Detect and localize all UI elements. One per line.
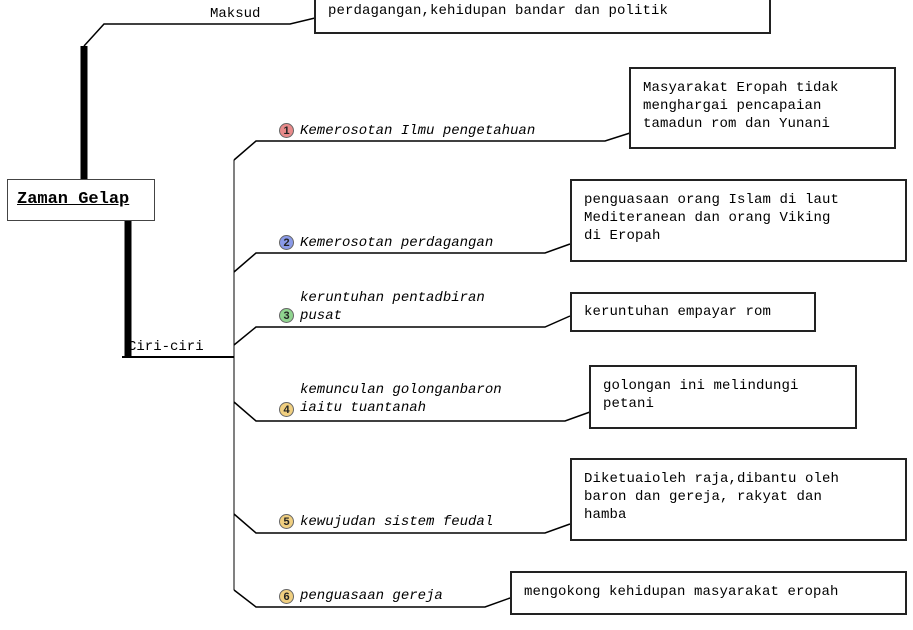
branch-label-2[interactable]: Kemerosotan perdagangan — [300, 235, 494, 251]
branch-line-6 — [233, 589, 511, 608]
note-text-2: penguasaan orang Islam di laut Mediteran… — [584, 192, 840, 244]
branch-number-4: 4 — [279, 402, 294, 417]
note-text-6: mengokong kehidupan masyarakat eropah — [524, 584, 839, 600]
branch-number-5: 5 — [279, 514, 294, 529]
branch-line-3 — [233, 315, 571, 346]
note-text-4: golongan ini melindungi petani — [603, 378, 799, 412]
branch-label-6[interactable]: penguasaan gereja — [300, 588, 443, 604]
note-box-2[interactable]: penguasaan orang Islam di laut Mediteran… — [570, 179, 907, 262]
note-box-1[interactable]: Masyarakat Eropah tidak menghargai penca… — [629, 67, 896, 149]
maksud-label: Maksud — [210, 6, 261, 22]
root-node[interactable]: Zaman Gelap — [7, 179, 155, 221]
ciri-label: Ciri-ciri — [128, 339, 204, 355]
branch-label-1[interactable]: Kemerosotan Ilmu pengetahuan — [300, 123, 536, 139]
branch-label-3[interactable]: keruntuhan pentadbiran pusat — [300, 290, 485, 324]
branch-number-1: 1 — [279, 123, 294, 138]
note-text-3: keruntuhan empayar rom — [584, 304, 772, 320]
note-box-4[interactable]: golongan ini melindungi petani — [589, 365, 857, 429]
note-box-6[interactable]: mengokong kehidupan masyarakat eropah — [510, 571, 907, 615]
note-text-1: Masyarakat Eropah tidak menghargai penca… — [643, 80, 839, 132]
branch-line-5 — [233, 513, 571, 534]
note-box-3[interactable]: keruntuhan empayar rom — [570, 292, 816, 332]
root-label: Zaman Gelap — [17, 190, 130, 209]
note-box-5[interactable]: Diketuaioleh raja,dibantu oleh baron dan… — [570, 458, 907, 541]
maksud-note-text: perdagangan,kehidupan bandar dan politik — [328, 3, 669, 19]
branch-number-2: 2 — [279, 235, 294, 250]
maksud-branch-line — [83, 17, 316, 47]
branch-label-5[interactable]: kewujudan sistem feudal — [300, 514, 494, 530]
branch-line-2 — [233, 243, 571, 273]
branch-line-4 — [233, 401, 591, 422]
branch-number-3: 3 — [279, 308, 294, 323]
maksud-note-box[interactable]: perdagangan,kehidupan bandar dan politik — [314, 0, 771, 34]
note-text-5: Diketuaioleh raja,dibantu oleh baron dan… — [584, 471, 840, 523]
branch-number-6: 6 — [279, 589, 294, 604]
branch-label-4[interactable]: kemunculan golonganbaron iaitu tuantanah — [300, 382, 502, 416]
branch-line-1 — [233, 132, 631, 161]
